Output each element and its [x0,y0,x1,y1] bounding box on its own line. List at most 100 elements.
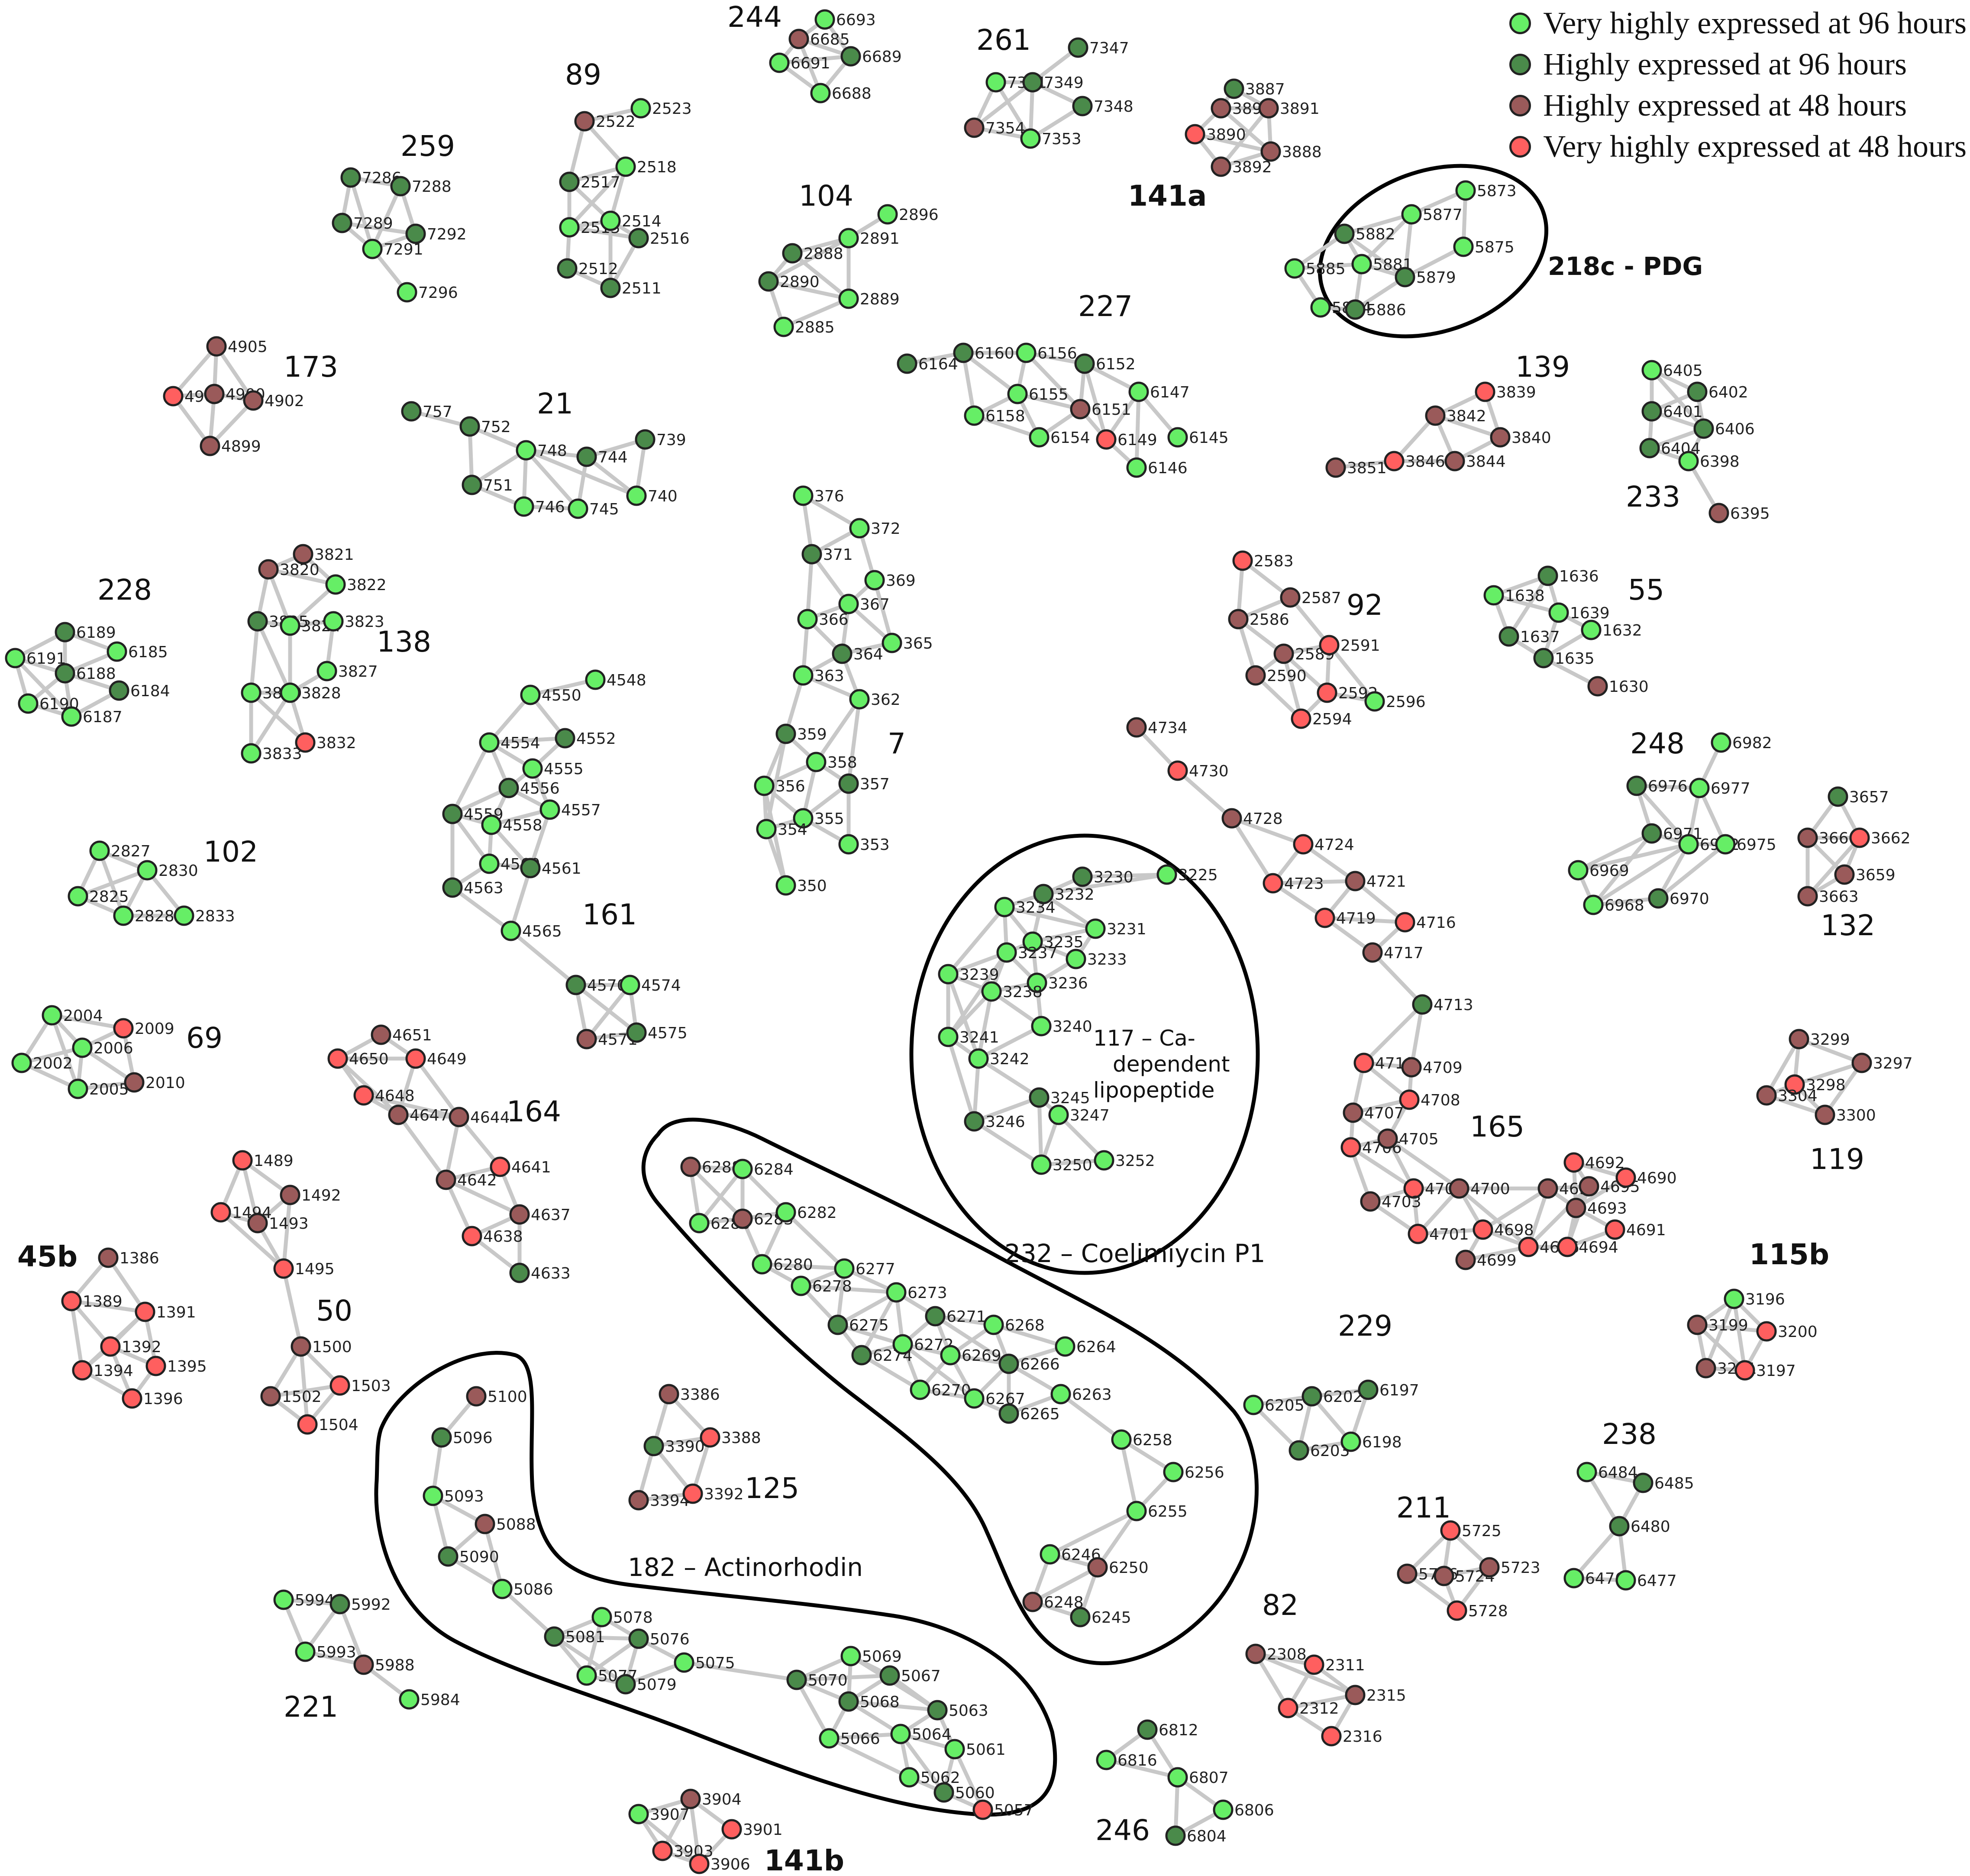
node-6250: 6250 [1087,1557,1149,1578]
edge-164-4642-4638 [444,1178,474,1238]
edge-232-6255-6246 [1048,1509,1139,1556]
edge-45b-1386-1391 [106,1256,147,1314]
node-marker-4555 [522,758,543,779]
cluster-label-173: 173 [284,350,338,384]
node-6693: 6693 [814,9,876,30]
node-6975: 6975 [1715,834,1776,855]
node-label-4648: 4648 [375,1087,415,1105]
edge-218c-5877-5881 [1360,212,1414,266]
node-1504: 1504 [297,1414,358,1435]
node-6282: 6282 [775,1202,837,1223]
node-365: 365 [882,633,933,653]
node-marker-366 [797,609,818,630]
node-label-376: 376 [814,488,844,505]
edge-161-4557-4561 [528,807,552,870]
edge-117-3237-3239 [946,950,1009,976]
node-3231: 3231 [1085,918,1146,939]
node-marker-6189 [55,622,75,643]
cluster-label-138: 138 [377,625,431,659]
node-label-6280: 6280 [773,1256,813,1274]
node-marker-1396 [122,1388,142,1409]
node-marker-6152 [1074,353,1095,374]
node-6255: 6255 [1126,1501,1188,1521]
node-1395: 1395 [145,1356,207,1376]
node-label-6484: 6484 [1598,1464,1638,1482]
node-marker-6288 [680,1156,701,1177]
node-marker-4548 [585,669,606,690]
edge-218c-5885-5881 [1292,262,1364,271]
node-3225: 3225 [1156,864,1218,885]
edge-165-4700-4696 [1457,1186,1531,1249]
node-5078: 5078 [591,1607,653,1627]
node-4721: 4721 [1345,871,1406,891]
node-marker-6274 [851,1345,872,1366]
node-2591: 2591 [1319,635,1380,655]
edge-132-3662-3663 [1805,836,1862,898]
node-label-5093: 5093 [444,1488,484,1505]
node-marker-2002 [11,1053,32,1073]
edge-238-6480-6476 [1572,1524,1621,1580]
node-label-6154: 6154 [1050,429,1090,447]
node-label-4557: 4557 [561,801,601,819]
node-369: 369 [864,570,916,591]
node-marker-2514 [600,210,621,231]
node-marker-6402 [1687,381,1708,402]
node-label-7288: 7288 [412,178,452,196]
node-label-3657: 3657 [1849,788,1889,806]
node-5062: 5062 [899,1767,960,1788]
node-355: 355 [793,808,844,829]
edge-164-4647-4642 [396,1113,448,1182]
edge-165-4713-4710 [1362,1002,1424,1065]
node-marker-6269 [940,1345,961,1366]
node-marker-7353 [1020,128,1041,149]
node-label-3842: 3842 [1447,407,1486,425]
node-6277: 6277 [834,1258,895,1279]
node-marker-4650 [327,1048,348,1069]
edge-92-2587-2591 [1288,595,1331,647]
node-marker-7288 [390,176,411,197]
node-367: 367 [838,594,890,614]
edge-182-5066-5062 [827,1736,911,1779]
node-marker-4638 [462,1226,482,1246]
node-label-366: 366 [819,611,849,629]
node-marker-1493 [247,1213,268,1233]
node-marker-5096 [431,1427,452,1448]
node-1391: 1391 [135,1301,196,1322]
edge-104-2889-2885 [782,297,851,329]
node-label-3890: 3890 [1206,126,1246,144]
node-label-2591: 2591 [1340,637,1380,655]
edge-115b-3196-3201 [1704,1297,1736,1370]
edge-138-3825-3828 [255,619,292,695]
node-6187: 6187 [61,706,123,727]
node-marker-2891 [838,228,859,249]
edge-182-5093-5090 [431,1494,450,1559]
node-label-6145: 6145 [1189,429,1229,447]
node-label-2888: 2888 [804,245,843,263]
node-4692: 4692 [1563,1152,1625,1173]
cluster-label-164: 164 [507,1095,561,1128]
node-label-3901: 3901 [743,1821,783,1839]
cluster-label-229: 229 [1338,1309,1392,1343]
node-label-5079: 5079 [637,1676,677,1694]
node-label-5081: 5081 [565,1628,605,1646]
node-2596: 2596 [1364,691,1426,712]
node-label-4641: 4641 [511,1159,551,1176]
node-marker-357 [838,773,859,794]
node-7348: 7348 [1072,96,1134,116]
node-marker-359 [775,723,796,744]
node-label-3225: 3225 [1178,866,1218,884]
node-2002: 2002 [11,1053,73,1073]
node-3824: 3824 [280,615,341,636]
edge-165-4701-4698 [1416,1227,1485,1236]
node-marker-6202 [1301,1386,1322,1407]
node-6189: 6189 [55,622,116,643]
node-marker-5064 [890,1724,911,1744]
node-4730: 4730 [1167,760,1229,781]
edge-55-1636-1637 [1507,574,1550,639]
cluster-label-244: 244 [727,0,782,34]
node-marker-4904 [163,386,184,407]
node-label-4708: 4708 [1421,1091,1460,1109]
node-label-3892: 3892 [1232,158,1272,176]
node-label-6185: 6185 [128,643,168,661]
node-364: 364 [832,643,883,664]
